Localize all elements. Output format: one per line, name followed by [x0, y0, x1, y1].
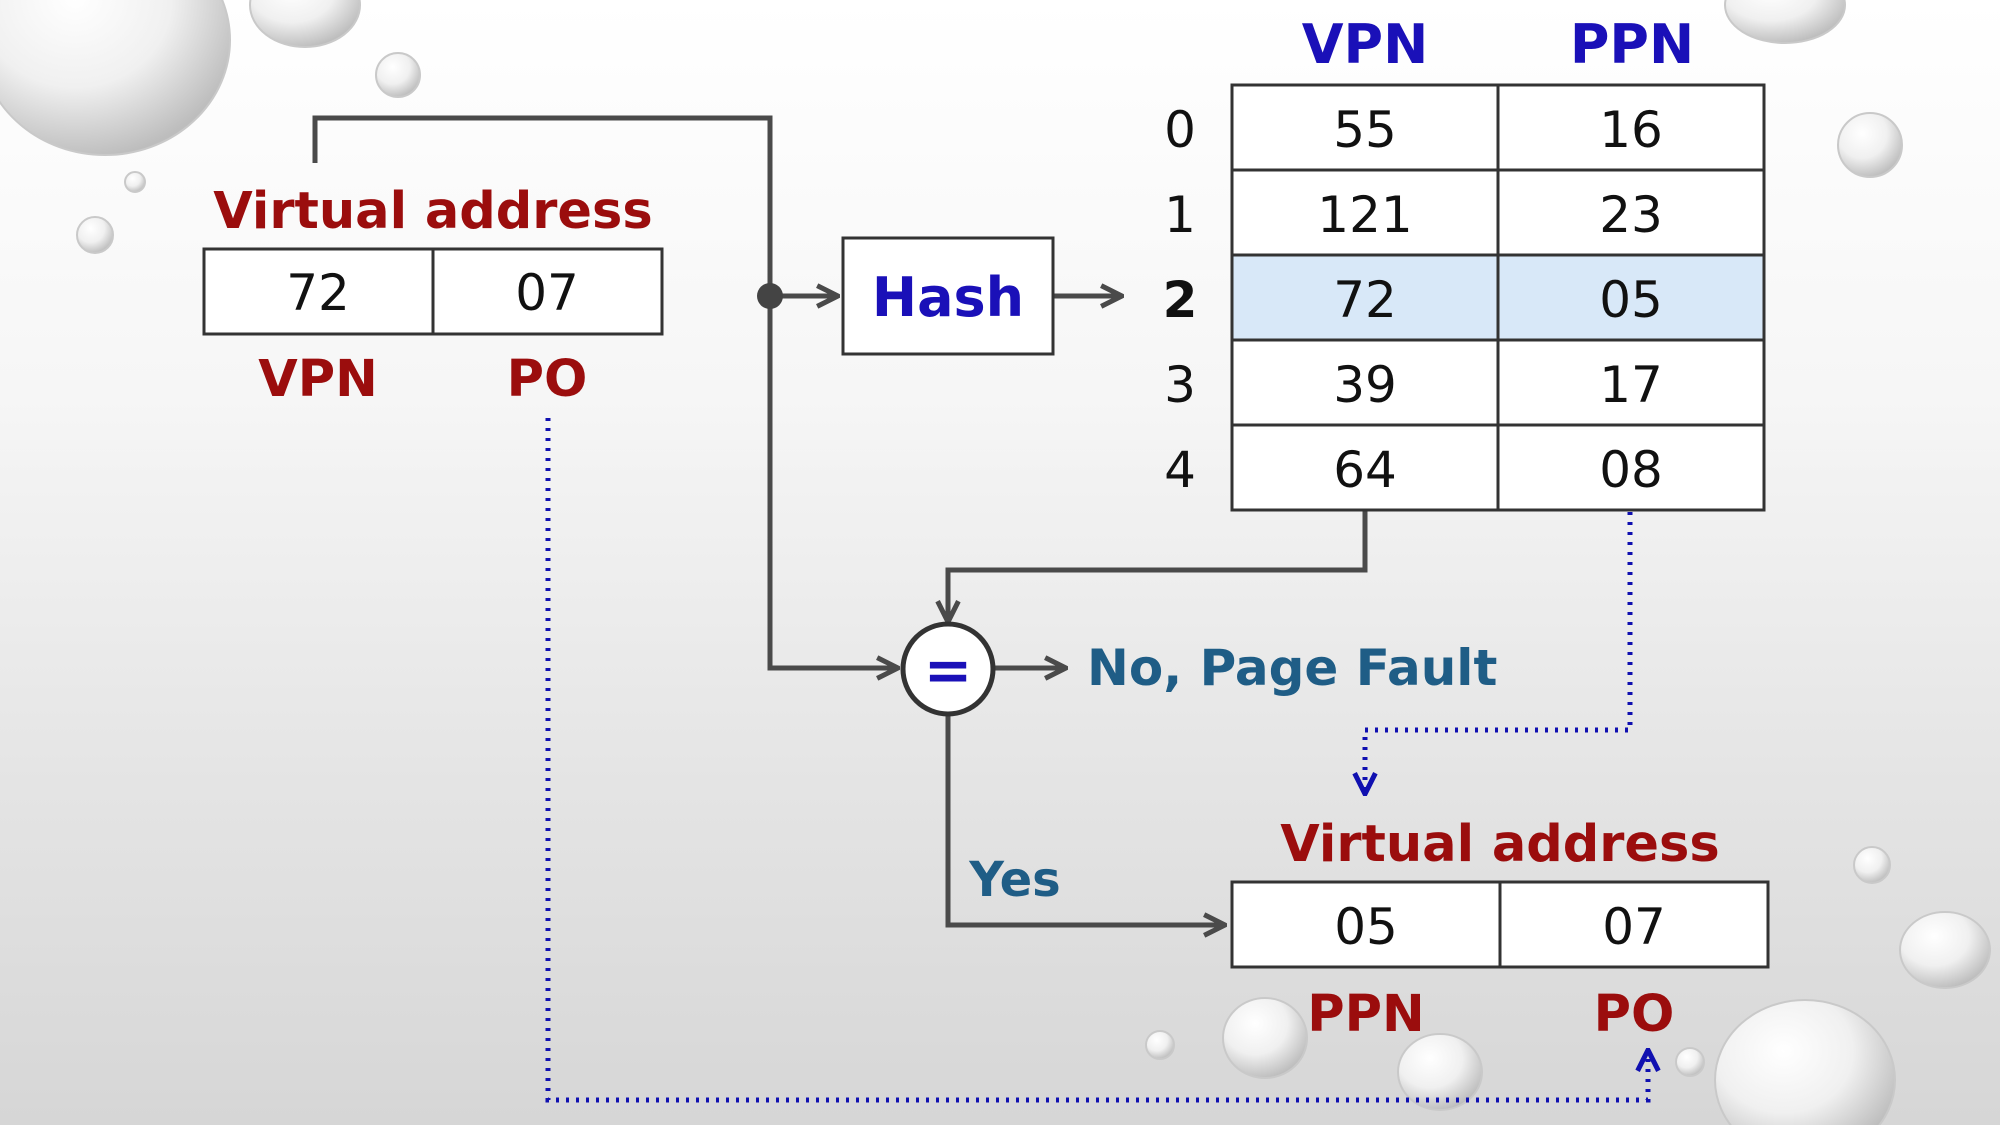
hash-label: Hash — [872, 266, 1024, 329]
table-ppn-value: 08 — [1599, 441, 1663, 499]
input-vpn-value: 72 — [286, 264, 350, 322]
water-drop — [0, 0, 231, 156]
hash-function: Hash — [841, 236, 1055, 356]
wire-junction — [757, 283, 783, 309]
table-vpn-value: 64 — [1333, 441, 1397, 499]
input-address-title: Virtual address — [213, 182, 652, 241]
table-vpn-value: 72 — [1333, 271, 1397, 329]
hash-box — [841, 236, 1055, 356]
water-drop — [1853, 846, 1891, 884]
table-header-ppn: PPN — [1570, 13, 1694, 76]
yes-wire — [945, 716, 1225, 925]
table-header-vpn: VPN — [1302, 13, 1429, 76]
water-drop — [1222, 997, 1308, 1079]
table-row-index: 0 — [1164, 101, 1196, 159]
output-ppn-value: 05 — [1334, 898, 1398, 956]
input-po-caption: PO — [507, 350, 588, 409]
output-ppn-caption: PPN — [1307, 985, 1424, 1044]
page-fault-label: No, Page Fault — [1087, 639, 1497, 697]
ppn-dotted-link — [1365, 512, 1633, 794]
water-drop — [1724, 0, 1846, 44]
table-cell — [1496, 83, 1766, 172]
comparator: = No, Page Fault Yes — [900, 621, 1497, 908]
water-drop — [375, 52, 421, 98]
table-vpn-wire — [948, 510, 1368, 622]
connectors — [312, 115, 1648, 1103]
output-address-title: Virtual address — [1280, 815, 1719, 874]
input-po-cell — [431, 247, 664, 336]
table-row-index: 4 — [1164, 441, 1196, 499]
water-drop — [1675, 1047, 1705, 1077]
water-drop — [1837, 112, 1903, 178]
output-po-cell — [1498, 880, 1770, 969]
water-drop — [76, 216, 114, 254]
table-ppn-value: 05 — [1599, 271, 1663, 329]
table-cell-highlighted — [1496, 253, 1766, 342]
table-vpn-value: 39 — [1333, 356, 1397, 414]
table-vpn-value: 121 — [1317, 186, 1412, 244]
table-cell — [1230, 168, 1500, 257]
table-vpn-value: 55 — [1333, 101, 1397, 159]
table-row-index: 1 — [1164, 186, 1196, 244]
table-cell — [1230, 423, 1500, 512]
output-po-value: 07 — [1602, 898, 1666, 956]
table-ppn-value: 17 — [1599, 356, 1663, 414]
page-table: VPN PPN 0 55 16 1 121 23 2 72 05 3 39 17 4 64 08 — [1163, 13, 1766, 512]
water-drop — [1899, 911, 1991, 989]
water-drop — [124, 171, 146, 193]
input-virtual-address: Virtual address 72 07 VPN PO — [202, 182, 664, 409]
input-vpn-cell — [202, 247, 435, 336]
yes-label: Yes — [968, 852, 1060, 908]
input-po-value: 07 — [515, 264, 579, 322]
output-virtual-address: Virtual address 05 07 PPN PO — [1230, 815, 1770, 1044]
table-ppn-value: 23 — [1599, 186, 1663, 244]
table-row-index: 2 — [1163, 271, 1198, 329]
compare-symbol: = — [924, 636, 973, 704]
table-ppn-value: 16 — [1599, 101, 1663, 159]
input-vpn-caption: VPN — [258, 350, 378, 409]
table-row-index: 3 — [1164, 356, 1196, 414]
table-cell — [1496, 423, 1766, 512]
output-po-caption: PO — [1594, 985, 1675, 1044]
po-dotted-link — [545, 418, 1648, 1103]
water-drop — [249, 0, 361, 48]
table-cell — [1230, 83, 1500, 172]
table-cell — [1496, 338, 1766, 427]
water-drop — [1714, 999, 1896, 1125]
table-rows: 0 55 16 1 121 23 2 72 05 3 39 17 4 64 08 — [1163, 83, 1766, 512]
output-ppn-cell — [1230, 880, 1502, 969]
vpn-wire — [312, 115, 898, 668]
water-drop — [1397, 1033, 1483, 1111]
water-drop — [1145, 1030, 1175, 1060]
compare-circle — [900, 621, 996, 717]
